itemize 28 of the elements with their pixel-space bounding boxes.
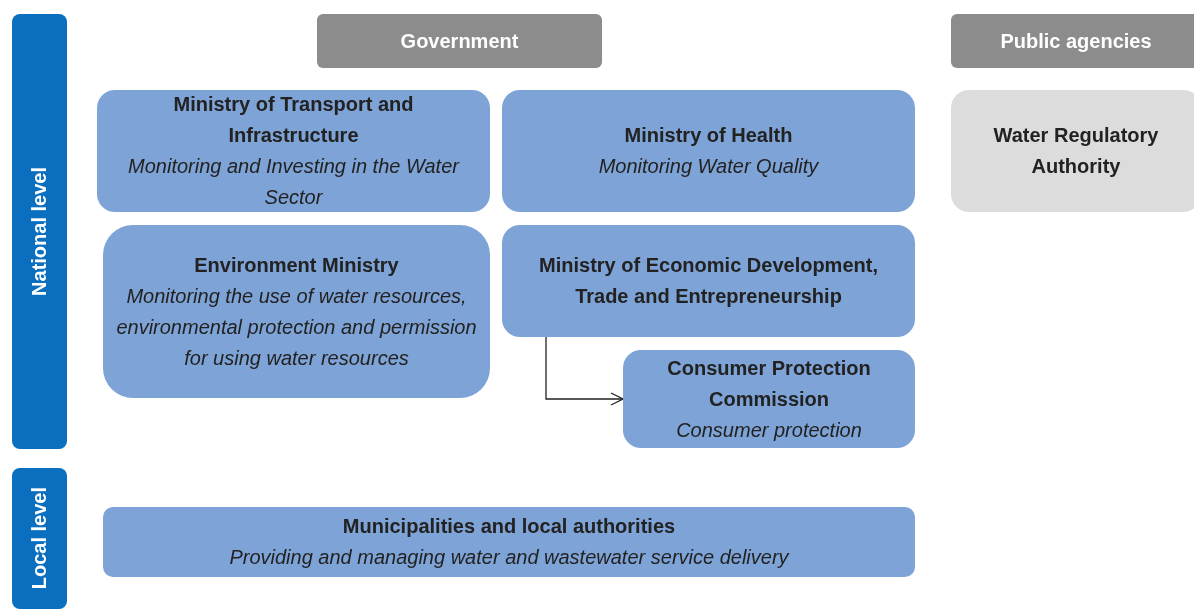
- level-band: [12, 14, 67, 449]
- node-title: Ministry of Transport and Infrastructure: [172, 92, 415, 148]
- institution-box: [951, 90, 1194, 212]
- node-description: Monitoring the use of water resources, environmental protection and permission for using water resources: [115, 283, 478, 371]
- node-description: Monitoring and Investing in the Water Sector: [127, 154, 461, 210]
- node-title: Water Regulatory Authority: [992, 123, 1160, 179]
- column-header: [951, 14, 1194, 68]
- node-title: National level: [27, 167, 51, 296]
- node-title: Environment Ministry: [194, 252, 399, 278]
- institution-box: [103, 225, 490, 398]
- institution-box: [103, 507, 915, 577]
- node-title: Consumer Protection Commission: [666, 355, 872, 412]
- node-title: Local level: [27, 487, 51, 590]
- node-title: Public agencies: [1000, 28, 1152, 54]
- node-title: Government: [400, 28, 519, 54]
- node-description: Monitoring Water Quality: [598, 154, 819, 179]
- node-title: Ministry of Economic Development, Trade and Entrepreneurship: [538, 253, 879, 309]
- node-title: Municipalities and local authorities: [342, 514, 676, 539]
- institution-box: [502, 90, 915, 212]
- institution-box: [97, 90, 490, 212]
- level-band: [12, 468, 67, 609]
- arrow: [545, 336, 624, 406]
- node-title: Ministry of Health: [624, 123, 793, 148]
- column-header: [317, 14, 602, 68]
- node-description: Providing and managing water and wastewater service delivery: [229, 545, 789, 570]
- institution-box: [623, 350, 915, 448]
- institution-box: [502, 225, 915, 337]
- node-description: Consumer protection: [676, 417, 862, 443]
